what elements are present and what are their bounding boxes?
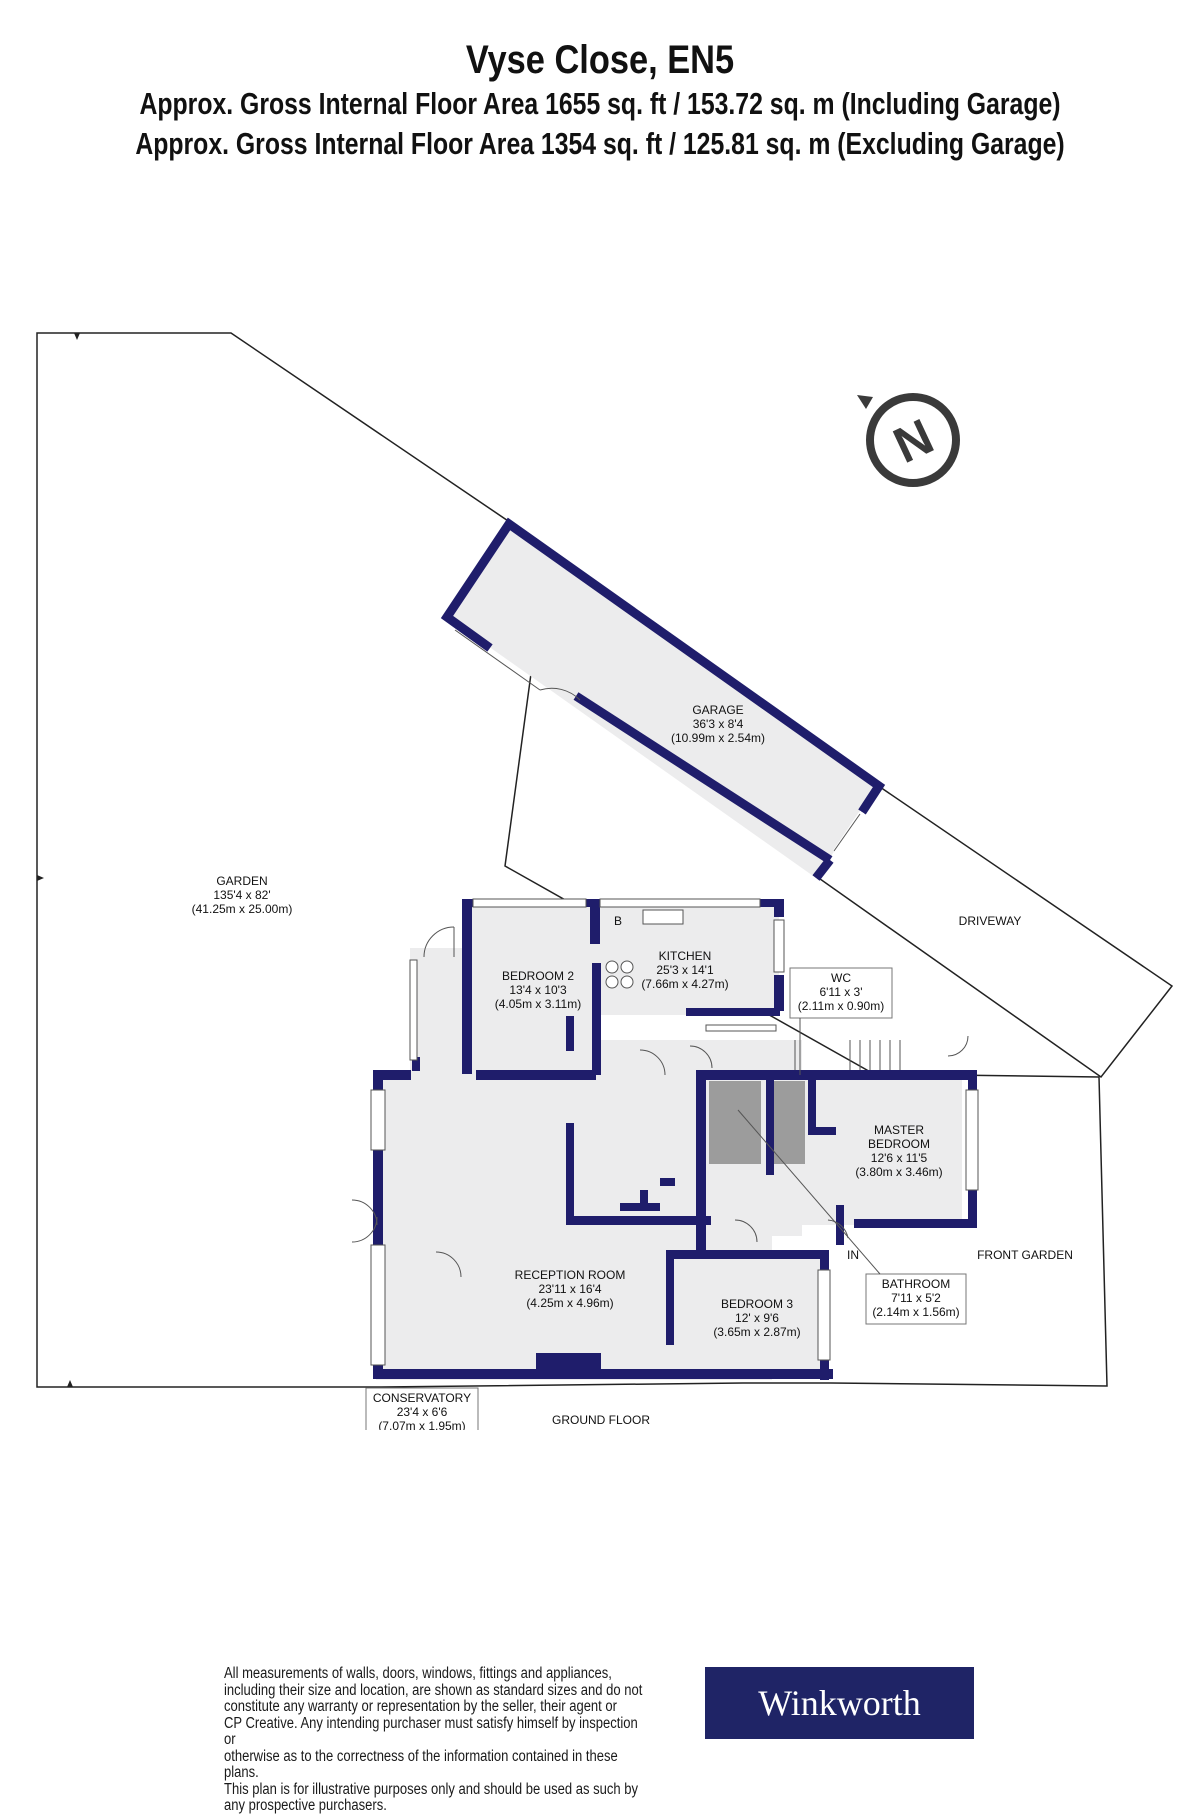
master-imperial: 12'6 x 11'5: [871, 1151, 928, 1165]
wc-name: WC: [831, 971, 851, 985]
bedroom3-name: BEDROOM 3: [721, 1297, 793, 1311]
wc-callout-box: [789, 967, 893, 1019]
bedroom3-imperial: 12' x 9'6: [735, 1311, 779, 1325]
conservatory-name: CONSERVATORY: [373, 1391, 471, 1405]
kitchen-name: KITCHEN: [659, 949, 712, 963]
reception-metric: (4.25m x 4.96m): [526, 1296, 613, 1310]
conservatory-imperial: 23'4 x 6'6: [397, 1405, 448, 1419]
brand-logo: Winkworth: [705, 1667, 974, 1739]
garage-label: GARAGE 36'3 x 8'4 (10.99m x 2.54m): [671, 703, 765, 745]
garden-label: GARDEN 135'4 x 82' (41.25m x 25.00m): [192, 874, 293, 916]
walls: [373, 899, 977, 1380]
brand-name: Winkworth: [758, 1683, 921, 1723]
master-name-line1: MASTER: [874, 1123, 924, 1137]
boiler-mark: B: [614, 914, 622, 928]
bathroom-label: BATHROOM 7'11 x 5'2 (2.14m x 1.56m): [872, 1277, 959, 1319]
floor-label: GROUND FLOOR: [552, 1413, 650, 1427]
kitchen-label: KITCHEN 25'3 x 14'1 (7.66m x 4.27m): [641, 949, 728, 991]
driveway-label: DRIVEWAY: [959, 914, 1022, 928]
garden-metric: (41.25m x 25.00m): [192, 902, 293, 916]
conservatory-metric: (7.07m x 1.95m): [378, 1419, 465, 1430]
kitchen-fittings: [605, 909, 684, 989]
master-metric: (3.80m x 3.46m): [855, 1165, 942, 1179]
garage: [440, 517, 886, 881]
bedroom2-metric: (4.05m x 3.11m): [495, 997, 581, 1011]
bathroom-callout-box: [865, 1273, 967, 1325]
bathroom-metric: (2.14m x 1.56m): [872, 1305, 959, 1319]
bedroom2-label: BEDROOM 2 13'4 x 10'3 (4.05m x 3.11m): [495, 969, 581, 1011]
garage-metric: (10.99m x 2.54m): [671, 731, 765, 745]
garage-name: GARAGE: [692, 703, 743, 717]
boundary-arrows: [37, 333, 80, 1387]
bathroom-name: BATHROOM: [882, 1277, 950, 1291]
wc-metric: (2.11m x 0.90m): [798, 999, 884, 1013]
plan-header: Vyse Close, EN5 Approx. Gross Internal F…: [0, 36, 1200, 164]
area-excluding-garage: Approx. Gross Internal Floor Area 1354 s…: [135, 126, 1065, 161]
garden-imperial: 135'4 x 82': [213, 888, 270, 902]
kitchen-imperial: 25'3 x 14'1: [656, 963, 714, 977]
garage-imperial: 36'3 x 8'4: [693, 717, 744, 731]
reception-imperial: 23'11 x 16'4: [538, 1282, 601, 1296]
wc-label: WC 6'11 x 3' (2.11m x 0.90m): [798, 971, 884, 1013]
conservatory-callout-box: [365, 1387, 479, 1430]
north-compass: N: [857, 393, 960, 487]
bedroom3-metric: (3.65m x 2.87m): [713, 1325, 800, 1339]
kitchen-metric: (7.66m x 4.27m): [641, 977, 728, 991]
floor-plan: N: [36, 332, 1174, 1430]
wc-imperial: 6'11 x 3': [819, 985, 862, 999]
garden-name: GARDEN: [216, 874, 267, 888]
windows: [370, 898, 979, 1366]
reception-label: RECEPTION ROOM 23'11 x 16'4 (4.25m x 4.9…: [515, 1268, 626, 1310]
bathroom-leader: [737, 1109, 881, 1275]
bedroom2-name: BEDROOM 2: [502, 969, 574, 983]
bedroom2-imperial: 13'4 x 10'3: [509, 983, 567, 997]
disclaimer-text: All measurements of walls, doors, window…: [224, 1665, 643, 1814]
door-swings: [351, 926, 969, 1278]
bathroom-fixtures: [709, 1081, 805, 1164]
front-garden-label: FRONT GARDEN: [977, 1248, 1073, 1262]
master-name-line2: BEDROOM: [868, 1137, 930, 1151]
reception-name: RECEPTION ROOM: [515, 1268, 626, 1282]
entrance-mark: IN: [847, 1248, 859, 1262]
conservatory-label: CONSERVATORY 23'4 x 6'6 (7.07m x 1.95m): [373, 1391, 471, 1430]
property-title: Vyse Close, EN5: [465, 38, 735, 82]
stairs-steps: [794, 1040, 901, 1070]
driveway: [811, 785, 1174, 1079]
bathroom-imperial: 7'11 x 5'2: [891, 1291, 941, 1305]
bedroom3-label: BEDROOM 3 12' x 9'6 (3.65m x 2.87m): [713, 1297, 800, 1339]
master-bedroom-label: MASTER BEDROOM 12'6 x 11'5 (3.80m x 3.46…: [855, 1123, 942, 1179]
area-including-garage: Approx. Gross Internal Floor Area 1655 s…: [139, 86, 1061, 121]
